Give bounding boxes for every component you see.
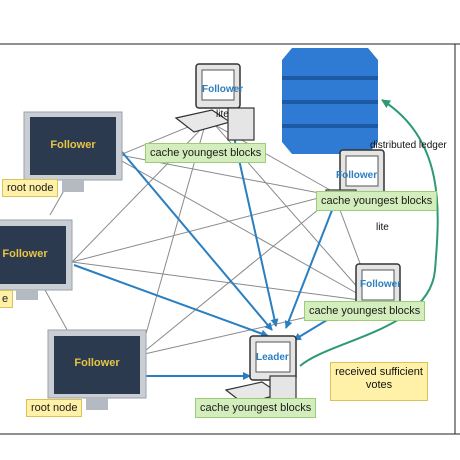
ledger-label: distributed ledger xyxy=(370,140,447,151)
pc-top-follower-label: Follower xyxy=(202,84,244,95)
pc-follower-lower-right xyxy=(355,263,401,309)
monitor-follower-2 xyxy=(0,219,73,300)
pc-lower-right-follower-label: Follower xyxy=(360,279,402,290)
mesh-connections xyxy=(44,119,371,356)
follower-3-label: Follower xyxy=(74,357,120,369)
ledger-database-icon xyxy=(282,48,378,154)
pc-follower-top xyxy=(174,63,255,141)
pc-leader-label: Leader xyxy=(256,352,289,363)
root-node-tag-1: root node xyxy=(2,179,59,197)
ledger-feedback-arrow xyxy=(299,99,439,367)
pc-leader xyxy=(224,335,297,405)
cache-box-leader: cache youngest blocks xyxy=(195,398,317,418)
monitor-follower-1 xyxy=(23,111,123,192)
lite-label-right: lite xyxy=(376,222,389,233)
follower-1-label: Follower xyxy=(50,139,96,151)
cache-box-right: cache youngest blocks xyxy=(316,191,438,211)
root-node-tag-partial: e xyxy=(0,290,14,308)
pc-right-follower-label: Follower xyxy=(336,170,378,181)
monitor-follower-3 xyxy=(47,329,147,410)
cache-box-lower-right: cache youngest blocks xyxy=(304,301,426,321)
received-votes-note: received sufficient votes xyxy=(330,362,428,401)
cache-box-top: cache youngest blocks xyxy=(145,143,267,163)
root-node-tag-3: root node xyxy=(26,399,83,417)
lite-label-top: lite xyxy=(216,109,229,120)
follower-2-label: Follower xyxy=(2,248,48,260)
